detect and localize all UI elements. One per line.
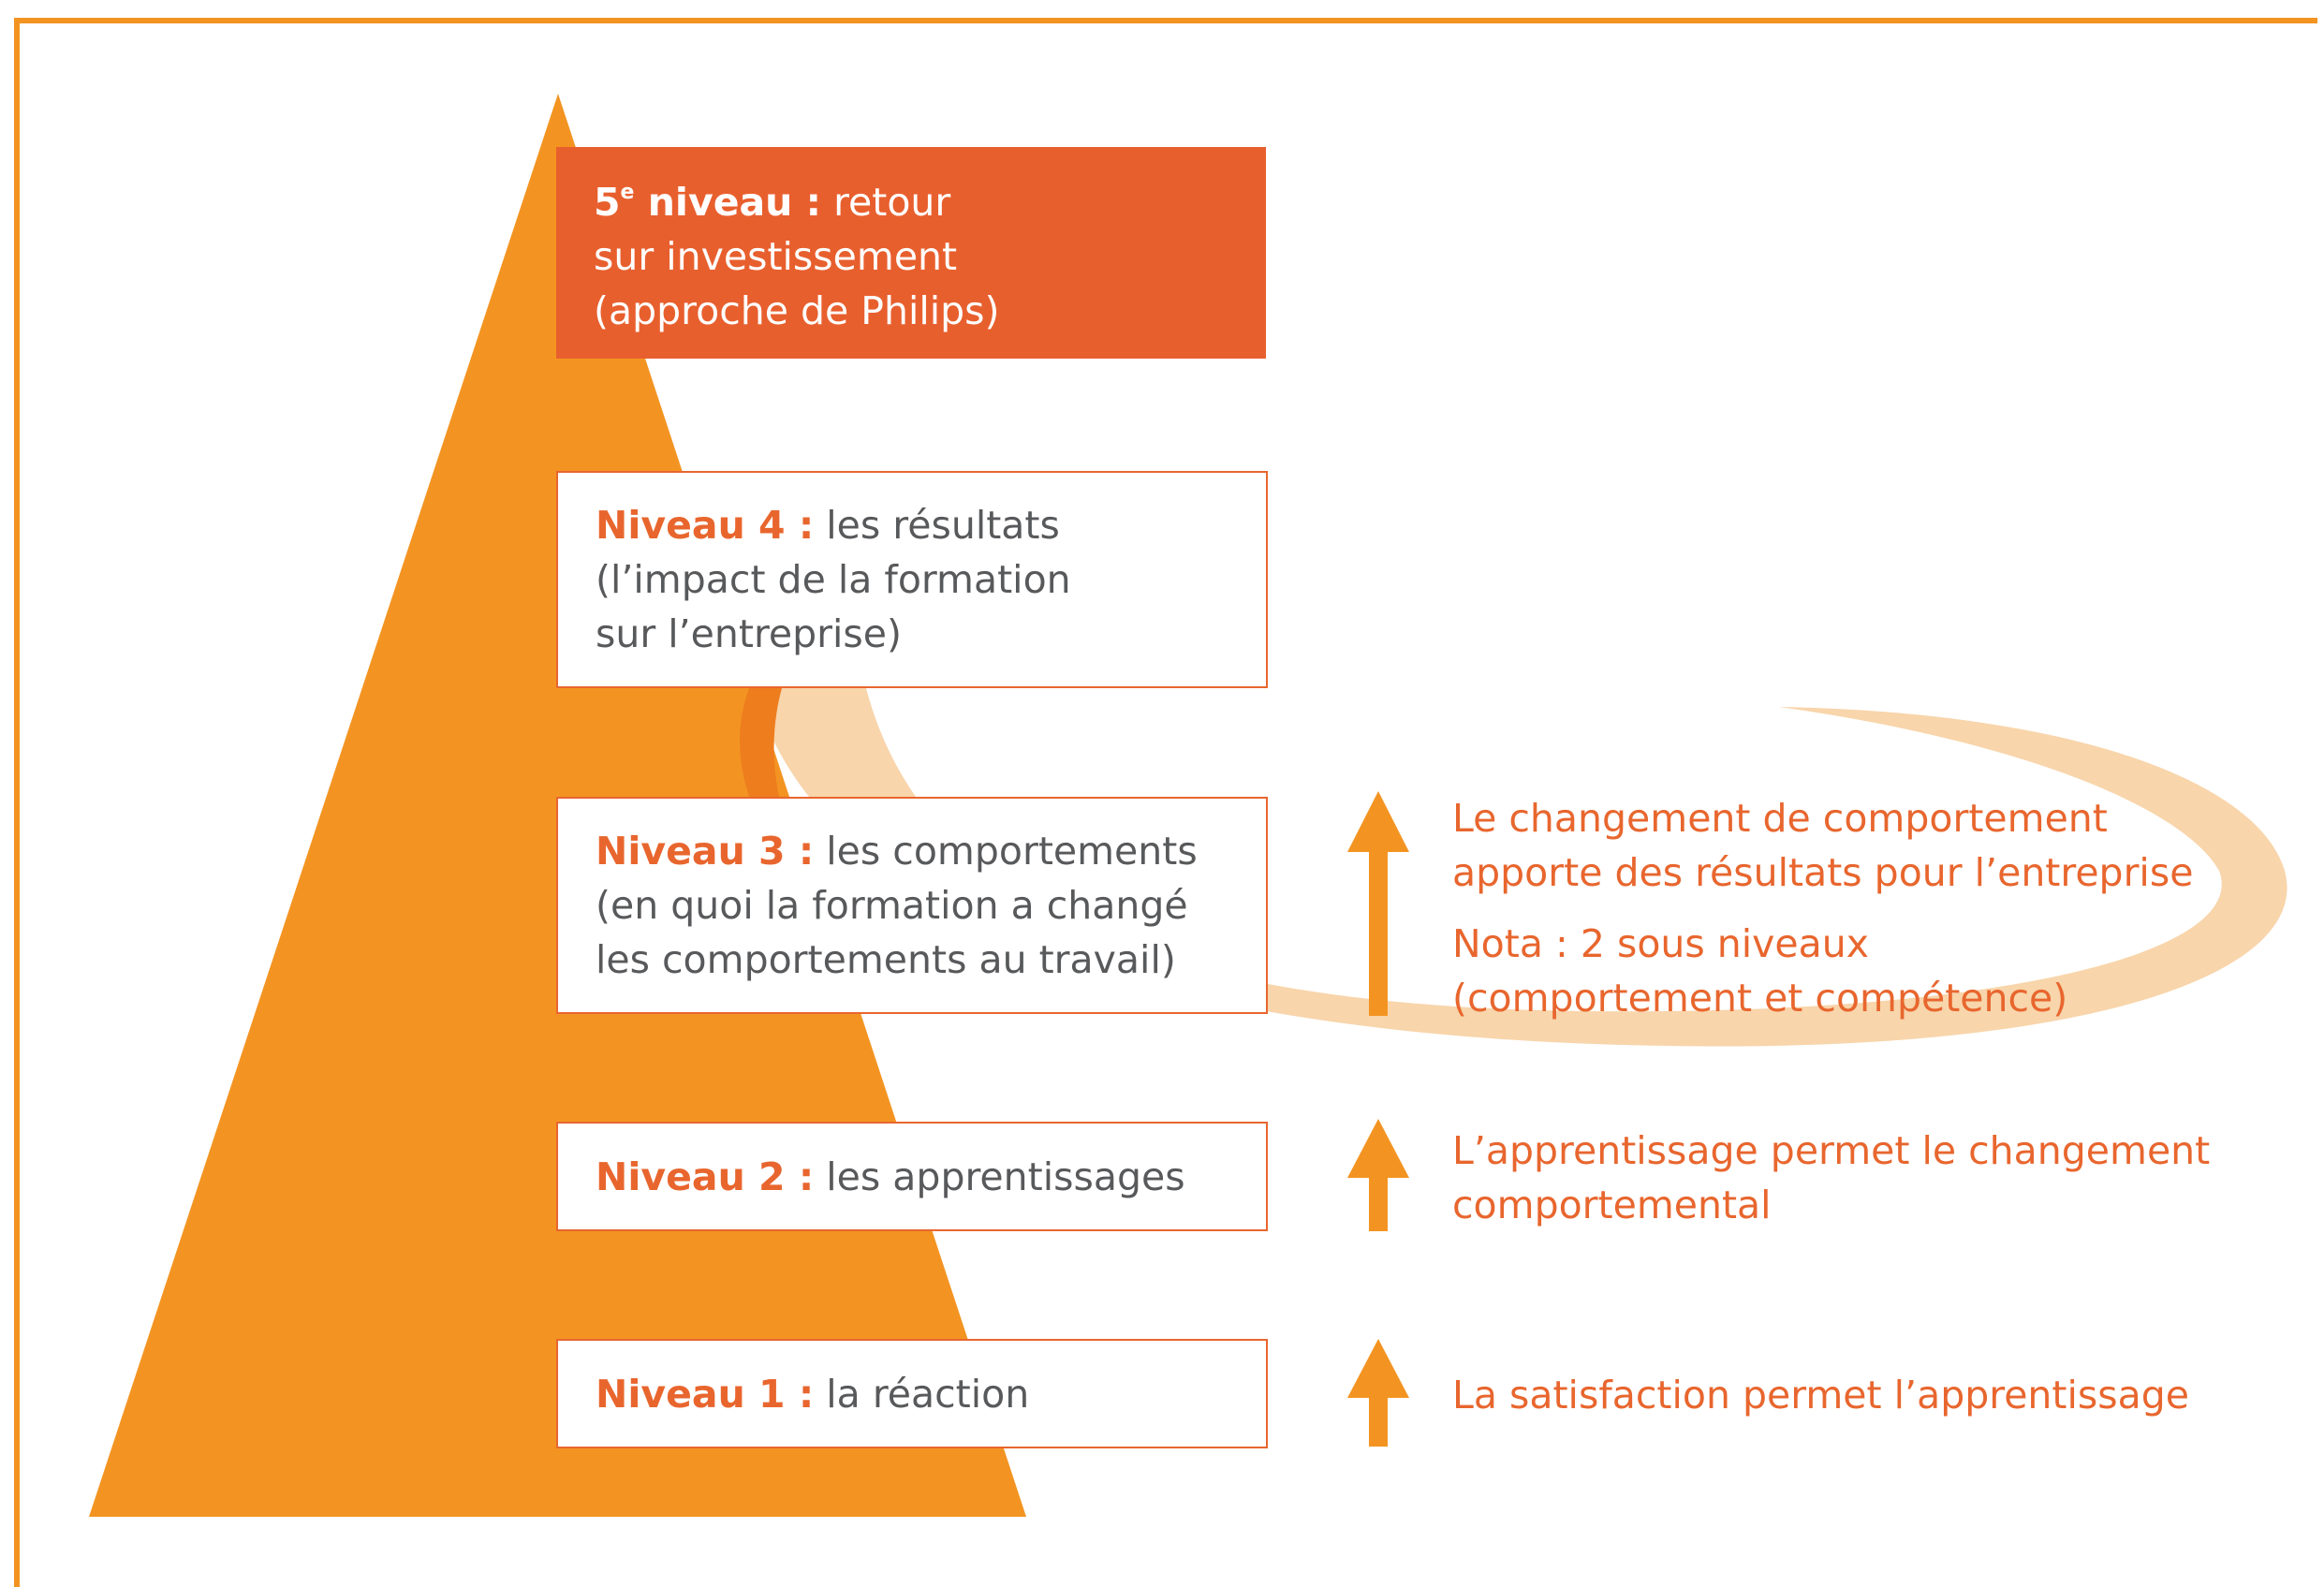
level-5-line1: retour bbox=[833, 180, 951, 225]
level-3-line2: (en quoi la formation a changé bbox=[596, 883, 1188, 928]
note-nota-detail: (comportement et compétence) bbox=[1452, 976, 2068, 1021]
level-4-label: Niveau 4 : bbox=[596, 503, 815, 548]
level-3-line3: les comportements au travail) bbox=[596, 937, 1176, 982]
diagram-frame bbox=[14, 18, 2317, 1587]
level-5-label-superscript: e bbox=[620, 181, 635, 204]
level-3-label: Niveau 3 : bbox=[596, 829, 815, 874]
level-2-label: Niveau 2 : bbox=[596, 1154, 815, 1199]
level-5-box: 5e niveau : retour sur investissement (a… bbox=[556, 147, 1266, 359]
level-3-box: Niveau 3 : les comportements (en quoi la… bbox=[556, 797, 1268, 1014]
level-2-line1: les apprentissages bbox=[826, 1154, 1185, 1199]
note-level-2-to-3: L’apprentissage permet le changement com… bbox=[1452, 1124, 2210, 1232]
note-level-3-to-4: Le changement de comportement apporte de… bbox=[1452, 791, 2193, 1025]
level-3-line1: les comportements bbox=[826, 829, 1198, 874]
note-line: apporte des résultats pour l’entreprise bbox=[1452, 850, 2194, 895]
note-line: L’apprentissage permet le changement bbox=[1452, 1128, 2211, 1173]
note-nota: Nota : 2 sous niveaux bbox=[1452, 921, 1870, 966]
level-5-label-suffix: niveau : bbox=[634, 180, 822, 225]
note-line: comportemental bbox=[1452, 1183, 1772, 1227]
note-level-1-to-2: La satisfaction permet l’apprentissage bbox=[1452, 1368, 2189, 1422]
note-line: La satisfaction permet l’apprentissage bbox=[1452, 1373, 2189, 1418]
arrow-up-icon bbox=[1347, 1119, 1409, 1231]
level-1-line1: la réaction bbox=[826, 1371, 1030, 1417]
arrow-up-icon bbox=[1347, 791, 1409, 1016]
arrow-up-icon bbox=[1347, 1339, 1409, 1447]
level-1-label: Niveau 1 : bbox=[596, 1371, 815, 1417]
level-5-label-number: 5 bbox=[594, 180, 621, 225]
note-line: Le changement de comportement bbox=[1452, 796, 2108, 841]
level-5-line2: sur investissement bbox=[594, 234, 958, 279]
level-4-line2: (l’impact de la formation bbox=[596, 557, 1071, 602]
level-1-box: Niveau 1 : la réaction bbox=[556, 1339, 1268, 1448]
level-5-line3: (approche de Philips) bbox=[594, 288, 1000, 333]
level-4-box: Niveau 4 : les résultats (l’impact de la… bbox=[556, 471, 1268, 688]
level-4-line1: les résultats bbox=[826, 503, 1060, 548]
level-2-box: Niveau 2 : les apprentissages bbox=[556, 1122, 1268, 1231]
level-4-line3: sur l’entreprise) bbox=[596, 611, 902, 656]
